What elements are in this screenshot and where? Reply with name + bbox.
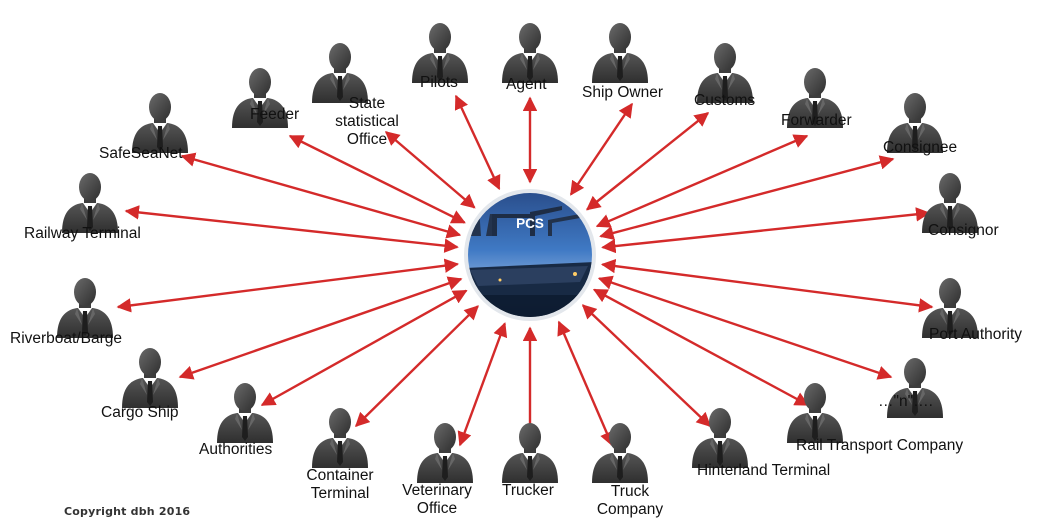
person-icon-authorities	[217, 383, 273, 443]
arrow-consignor	[601, 207, 931, 254]
node-label-forwarder: Forwarder	[781, 112, 852, 129]
person-icon-n-more	[887, 358, 943, 418]
arrow-pilots	[454, 94, 501, 191]
person-icon-ship-owner	[592, 23, 648, 83]
person-icon-safeseanet	[132, 93, 188, 153]
arrow-forwarder	[595, 134, 809, 228]
arrow-veterinary	[457, 322, 508, 447]
node-label-railway-terminal: Railway Terminal	[24, 225, 141, 242]
node-label-trucker: Trucker	[502, 482, 554, 499]
node-label-rail-transport: Rail Transport Company	[796, 437, 964, 454]
person-icon-riverboat	[57, 278, 113, 338]
person-icon-container-terminal	[312, 408, 368, 468]
person-icon-trucker	[502, 423, 558, 483]
arrow-consignee	[599, 155, 895, 240]
person-icon-port-authority	[922, 278, 978, 338]
person-icon-state-office	[312, 43, 368, 103]
person-icon-rail-transport	[787, 383, 843, 443]
connection-arrows	[116, 94, 934, 447]
node-label-consignee: Consignee	[883, 139, 958, 156]
node-label-feeder: Feeder	[250, 106, 300, 123]
person-icon-consignee	[887, 93, 943, 153]
arrow-port-authority	[600, 258, 934, 313]
node-label-safeseanet: SafeSeaNet	[99, 145, 183, 162]
node-label-authorities: Authorities	[199, 441, 273, 458]
person-icon-railway-terminal	[62, 173, 118, 233]
node-label-hinterland: Hinterland Terminal	[697, 462, 831, 479]
arrow-hinterland	[581, 304, 712, 427]
node-label-pilots: Pilots	[420, 74, 458, 91]
hub-label: PCS	[516, 216, 544, 231]
person-icon-hinterland	[692, 408, 748, 468]
node-label-n-more: …"n"….	[878, 393, 933, 410]
node-label-consignor: Consignor	[928, 222, 999, 239]
arrow-safeseanet	[180, 152, 462, 239]
person-icon-pilots	[412, 23, 468, 83]
person-icon-forwarder	[787, 68, 843, 128]
person-icon-customs	[697, 43, 753, 103]
node-label-agent: Agent	[506, 76, 547, 93]
node-label-cargo-ship: Cargo Ship	[101, 404, 179, 421]
person-icon-cargo-ship	[122, 348, 178, 408]
stakeholder-figures	[57, 23, 978, 483]
person-icon-consignor	[922, 173, 978, 233]
copyright-notice: Copyright dbh 2016	[64, 505, 191, 518]
arrow-railway-terminal	[124, 205, 459, 253]
person-icon-veterinary	[417, 423, 473, 483]
arrow-customs	[585, 112, 710, 211]
node-label-ship-owner: Ship Owner	[582, 84, 663, 101]
node-label-customs: Customs	[694, 92, 756, 109]
person-icon-agent	[502, 23, 558, 83]
pcs-hub: PCS	[464, 189, 596, 321]
node-label-riverboat: Riverboat/Barge	[10, 330, 123, 347]
arrow-truck-company	[557, 320, 614, 447]
arrow-riverboat	[116, 258, 460, 313]
person-icon-feeder	[232, 68, 288, 128]
person-icon-truck-company	[592, 423, 648, 483]
node-label-port-authority: Port Authority	[929, 326, 1023, 343]
arrow-container-terminal	[354, 305, 479, 428]
